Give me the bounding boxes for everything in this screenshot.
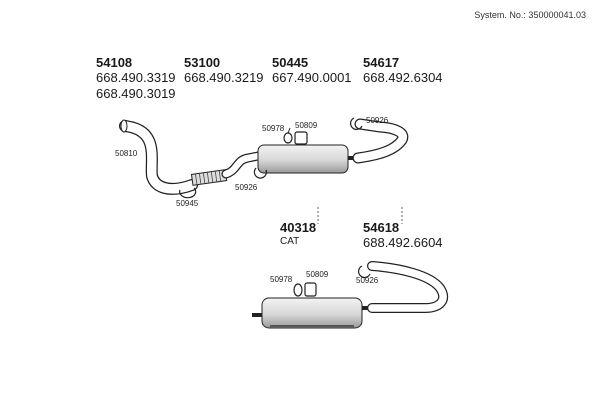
part-code-40318: 40318	[280, 220, 317, 235]
part-ref: 668.490.3019	[96, 86, 176, 101]
front-pipe	[119, 119, 198, 195]
part-label: 50978	[262, 124, 285, 133]
system-number: System. No.: 350000041.03	[474, 10, 586, 20]
cat-note: CAT	[280, 236, 300, 247]
part-label: 50809	[295, 121, 318, 130]
part-code-54617: 54617	[363, 55, 400, 70]
clamp-icon	[293, 265, 371, 297]
part-label: 50926	[366, 116, 389, 125]
part-code-54618: 54618	[363, 220, 400, 235]
part-ref: 688.492.6604	[363, 235, 443, 250]
part-label: 50809	[306, 270, 329, 279]
part-label: 50926	[235, 183, 258, 192]
rear-muffler	[252, 297, 372, 329]
part-code-50445: 50445	[272, 55, 309, 70]
tail-pipe-upper	[352, 118, 409, 164]
flex-pipe	[190, 169, 228, 186]
mid-pipe	[221, 151, 263, 179]
part-label: 50810	[115, 149, 138, 158]
part-code-54108: 54108	[96, 55, 133, 70]
part-label: 50945	[176, 199, 199, 208]
part-ref: 667.490.0001	[272, 70, 352, 85]
part-ref: 668.490.3319	[96, 70, 176, 85]
part-ref: 668.490.3219	[184, 70, 264, 85]
part-ref: 668.492.6304	[363, 70, 443, 85]
tail-pipe-lower	[367, 261, 449, 313]
part-label: 50926	[356, 276, 379, 285]
center-muffler	[257, 144, 358, 174]
part-label: 50978	[270, 275, 293, 284]
part-code-53100: 53100	[184, 55, 221, 70]
